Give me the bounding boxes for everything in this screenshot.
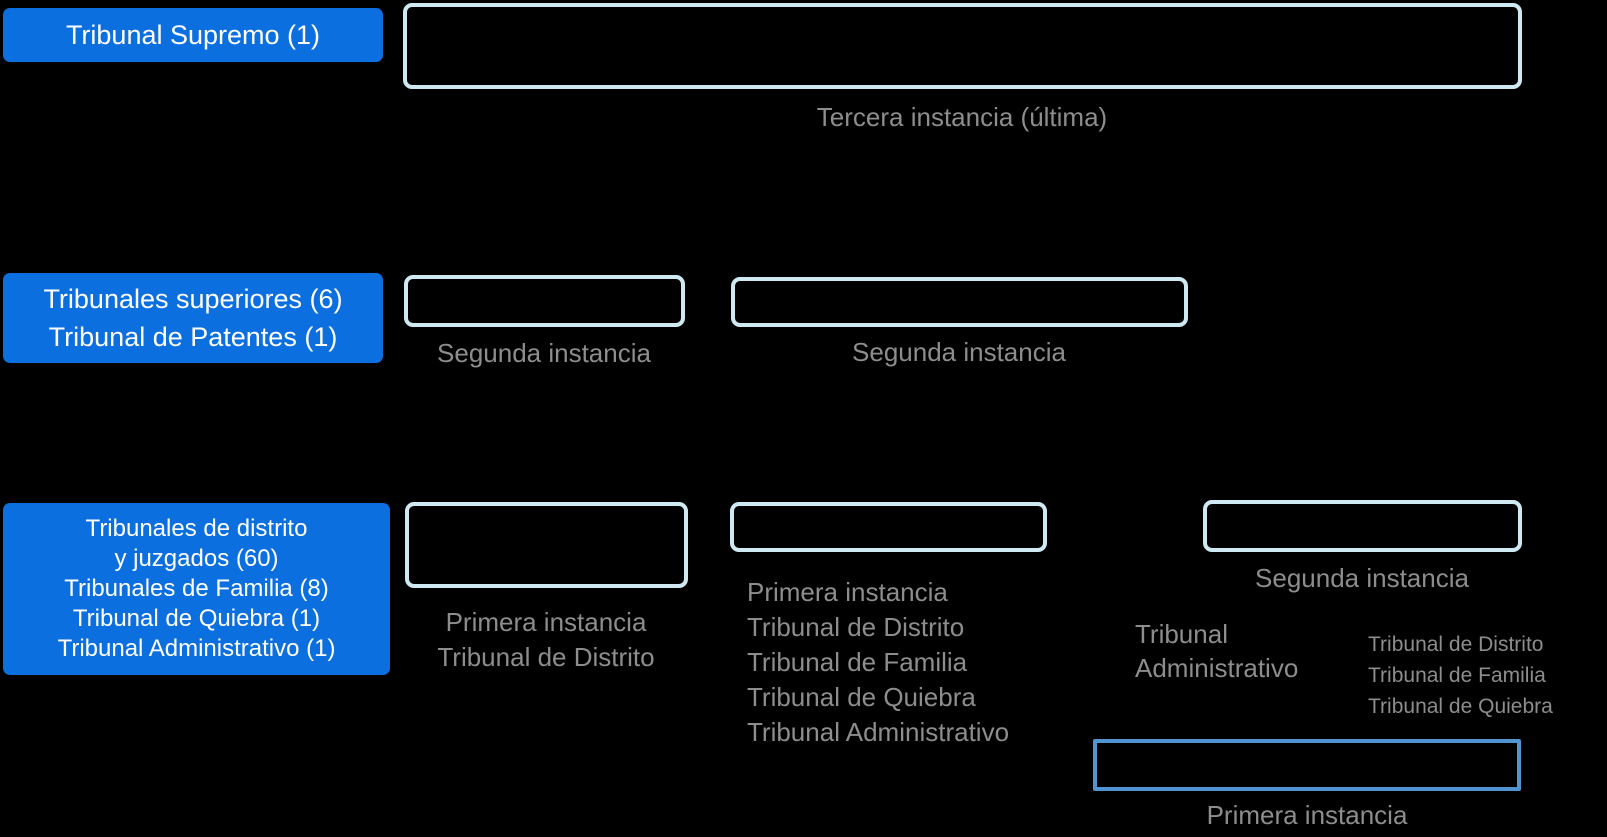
side-courts-list-line: Tribunal de Familia: [1368, 664, 1546, 687]
first-instance-left-caption-line: Tribunal de Distrito: [437, 642, 655, 672]
first-instance-mid-caption-line: Tribunal de Quiebra: [747, 682, 976, 712]
side-courts-list-line: Tribunal de Quiebra: [1368, 695, 1553, 718]
third-instance-caption: Tercera instancia (última): [816, 102, 1108, 132]
district-courts-label-line: Tribunales de distrito: [85, 515, 308, 542]
side-courts-list-line: Tribunal de Distrito: [1368, 633, 1544, 656]
superior-courts-box: Tribunales superiores (6) Tribunal de Pa…: [3, 273, 383, 363]
third-instance-box: [403, 3, 1522, 89]
supreme-court-label: Tribunal Supremo (1): [65, 19, 321, 50]
second-instance-left-box: [404, 275, 685, 327]
district-courts-label-line: y juzgados (60): [114, 545, 279, 572]
first-instance-left-caption: Primera instancia Tribunal de Distrito: [396, 605, 696, 675]
superior-courts-label-line: Tribunales superiores (6): [43, 284, 343, 314]
first-instance-mid-caption-line: Primera instancia: [747, 577, 948, 607]
first-instance-mid-caption: Primera instancia Tribunal de Distrito T…: [747, 575, 1067, 750]
second-instance-mid-caption: Segunda instancia: [852, 337, 1066, 367]
second-instance-right-caption: Segunda instancia: [1255, 563, 1469, 593]
district-courts-label-line: Tribunal Administrativo (1): [57, 635, 336, 662]
district-courts-label-line: Tribunales de Familia (8): [64, 575, 329, 602]
first-instance-left-caption-line: Primera instancia: [445, 607, 647, 637]
superior-courts-label-line: Tribunal de Patentes (1): [48, 322, 338, 352]
district-courts-box: Tribunales de distrito y juzgados (60) T…: [3, 503, 390, 675]
side-courts-list: Tribunal de Distrito Tribunal de Familia…: [1368, 629, 1598, 722]
district-courts-label-line: Tribunal de Quiebra (1): [72, 605, 321, 632]
second-instance-left-caption: Segunda instancia: [437, 338, 651, 368]
first-instance-mid-caption-line: Tribunal de Familia: [747, 647, 968, 677]
first-instance-left-box: [405, 502, 688, 588]
supreme-court-box: Tribunal Supremo (1): [3, 8, 383, 62]
first-instance-bottom-caption: Primera instancia: [1206, 800, 1408, 830]
administrative-court-label: Tribunal Administrativo: [1135, 617, 1375, 685]
first-instance-mid-box: [730, 502, 1047, 552]
first-instance-mid-caption-line: Tribunal Administrativo: [747, 717, 1010, 747]
first-instance-mid-caption-line: Tribunal de Distrito: [747, 612, 965, 642]
second-instance-mid-box: [731, 277, 1188, 327]
second-instance-right-box: [1203, 500, 1522, 552]
administrative-court-label-line: Tribunal: [1135, 619, 1228, 649]
administrative-court-label-line: Administrativo: [1135, 653, 1299, 683]
first-instance-bottom-box: [1093, 739, 1521, 791]
